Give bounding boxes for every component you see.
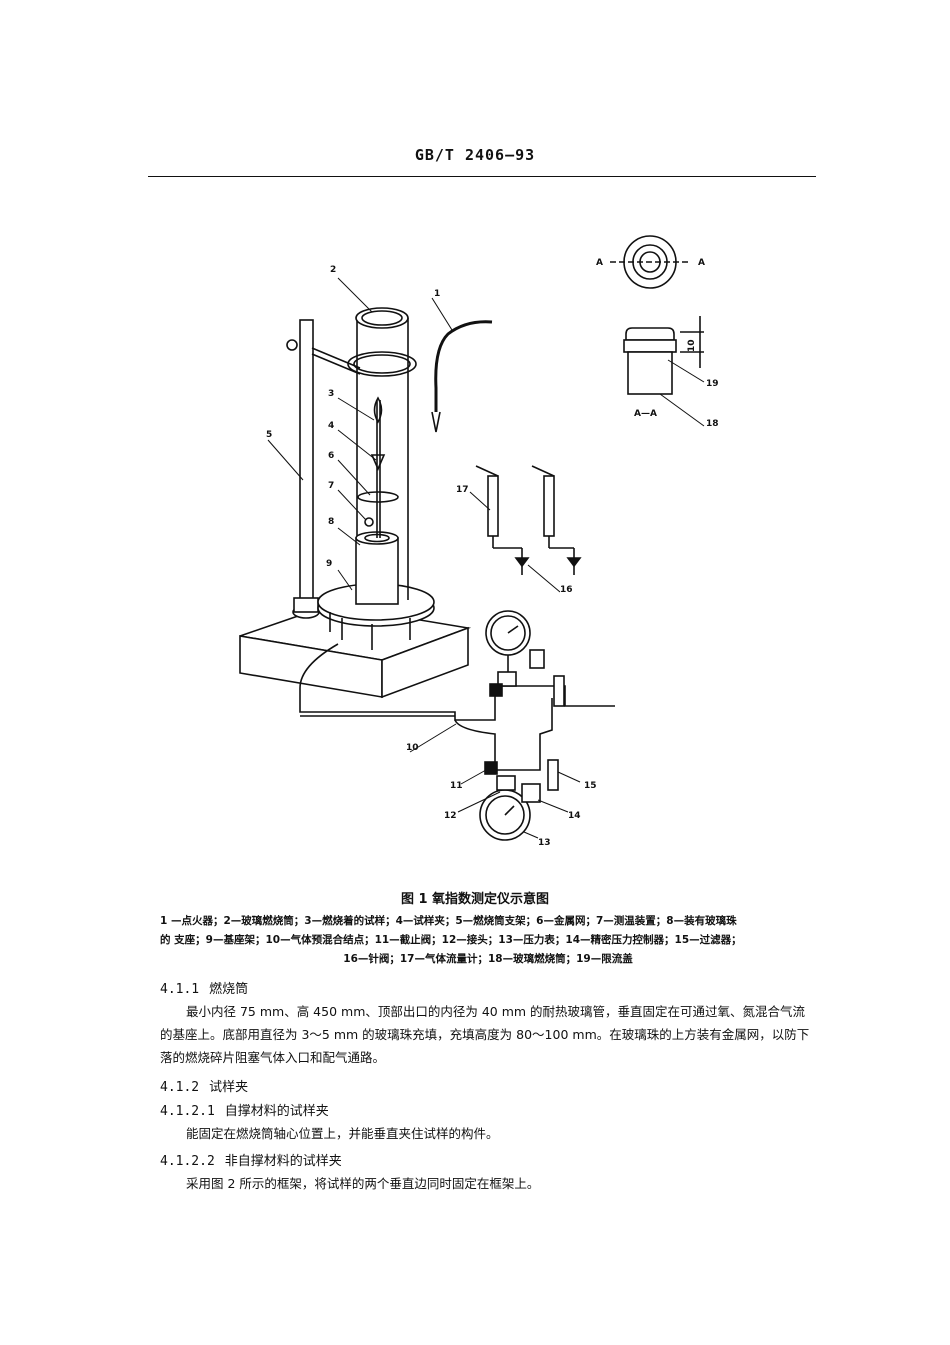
metal-mesh	[357, 491, 399, 503]
label-17: 17	[456, 485, 469, 495]
bead-pedestal	[355, 537, 399, 605]
paragraph: 采用图 2 所示的框架，将试样的两个垂直边同时固定在框架上。	[186, 1176, 540, 1191]
label-7: 7	[328, 481, 334, 491]
igniter	[434, 320, 493, 412]
figure-legend: 1 —点火器；2—玻璃燃烧筒；3—燃烧着的试样；4—试样夹；5—燃烧筒支架；6—…	[160, 912, 816, 969]
label-19: 19	[706, 379, 719, 389]
section-aa-label: A—A	[634, 409, 657, 419]
label-3: 3	[328, 389, 334, 399]
header-rule	[148, 176, 816, 177]
label-12: 12	[444, 811, 457, 821]
stand-rod	[299, 319, 314, 611]
label-6: 6	[328, 451, 334, 461]
stand-clamp-knob	[286, 339, 298, 351]
legend-line-3: 16—针阀；17—气体流量计；18—玻璃燃烧筒；19—限流盖	[343, 953, 633, 965]
paragraph: 最小内径 75 mm、高 450 mm、顶部出口的内径为 40 mm 的耐热玻璃…	[160, 1004, 810, 1065]
label-4: 4	[328, 421, 334, 431]
label-18: 18	[706, 419, 719, 429]
label-9: 9	[326, 559, 332, 569]
label-2: 2	[330, 265, 336, 275]
label-14: 14	[568, 811, 581, 821]
standard-number-header: GB/T 2406—93	[414, 146, 536, 164]
figure-title: 图 1 氧指数测定仪示意图	[400, 892, 550, 907]
dim-10: 10	[687, 339, 697, 352]
label-5: 5	[266, 430, 272, 440]
label-13: 13	[538, 838, 551, 848]
section-a-right: A	[698, 258, 705, 268]
label-15: 15	[584, 781, 597, 791]
label-10: 10	[406, 743, 419, 753]
base-plate-side	[381, 626, 469, 699]
specimen-flame	[373, 396, 383, 424]
label-1: 1	[434, 289, 440, 299]
oxygen-index-apparatus-diagram: 1 2 3 4 5 6 7 8 9 10 11 12 13 14 15 16 1…	[239, 235, 719, 848]
legend-line-2: 的 支座；9—基座架；10—气体预混合结点；11—截止阀；12—接头；13—压力…	[160, 934, 742, 946]
label-8: 8	[328, 517, 334, 527]
section-a-left: A	[596, 258, 603, 268]
label-11: 11	[450, 781, 463, 791]
paragraph: 能固定在燃烧筒轴心位置上，并能垂直夹住试样的构件。	[186, 1126, 499, 1141]
label-16: 16	[560, 585, 573, 595]
legend-line-1: 1 —点火器；2—玻璃燃烧筒；3—燃烧着的试样；4—试样夹；5—燃烧筒支架；6—…	[160, 915, 737, 927]
chimney-ring	[347, 351, 417, 377]
